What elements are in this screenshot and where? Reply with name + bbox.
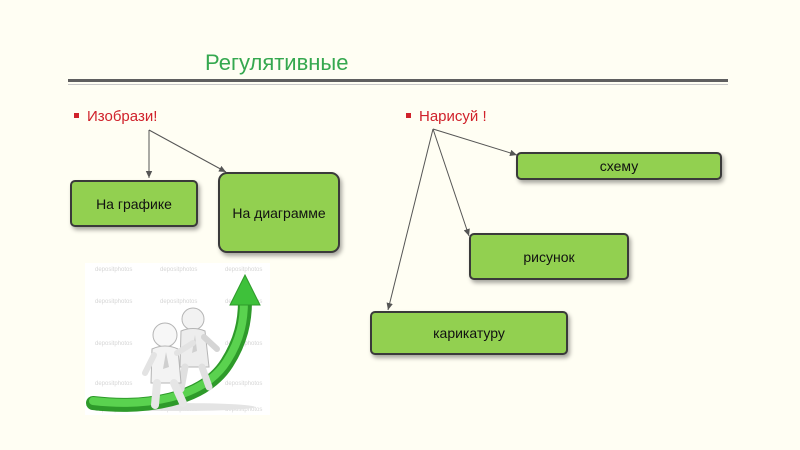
illustration-drawing: depositphotos depositphotos depositphoto… [86, 267, 262, 413]
title-divider-shadow [68, 84, 728, 85]
svg-text:depositphotos: depositphotos [225, 407, 262, 413]
svg-text:depositphotos: depositphotos [95, 299, 132, 305]
growth-arrow-figures-icon: depositphotos depositphotos depositphoto… [85, 263, 270, 415]
bullet-marker-icon [406, 112, 411, 118]
bullet-right: Нарисуй ! [406, 108, 487, 125]
bullet-left: Изобрази! [74, 108, 157, 125]
figure-front-icon [142, 322, 196, 409]
box-risunok: рисунок [469, 233, 629, 280]
svg-text:depositphotos: depositphotos [225, 381, 262, 387]
box-karikaturu: карикатуру [370, 311, 568, 355]
arrow-to-diagramme [148, 129, 227, 173]
box-na-grafike: На графике [70, 180, 198, 227]
svg-text:depositphotos: depositphotos [95, 341, 132, 347]
arrow-to-risunok [432, 128, 470, 237]
svg-text:depositphotos: depositphotos [160, 267, 197, 273]
svg-text:depositphotos: depositphotos [95, 381, 132, 387]
box-skhemu: схему [516, 152, 722, 180]
arrow-to-karikaturu [386, 128, 434, 311]
bullet-right-label: Нарисуй ! [419, 108, 487, 125]
svg-text:depositphotos: depositphotos [225, 267, 262, 273]
bullet-marker-icon [74, 112, 79, 118]
box-na-diagramme: На диаграмме [218, 172, 340, 253]
slide-title: Регулятивные [205, 50, 349, 75]
bullet-left-label: Изобрази! [87, 108, 158, 125]
svg-text:depositphotos: depositphotos [160, 299, 197, 305]
svg-text:depositphotos: depositphotos [95, 267, 132, 273]
figure-back-icon [177, 307, 220, 393]
arrow-to-skhemu [432, 128, 518, 156]
title-divider [68, 79, 728, 82]
